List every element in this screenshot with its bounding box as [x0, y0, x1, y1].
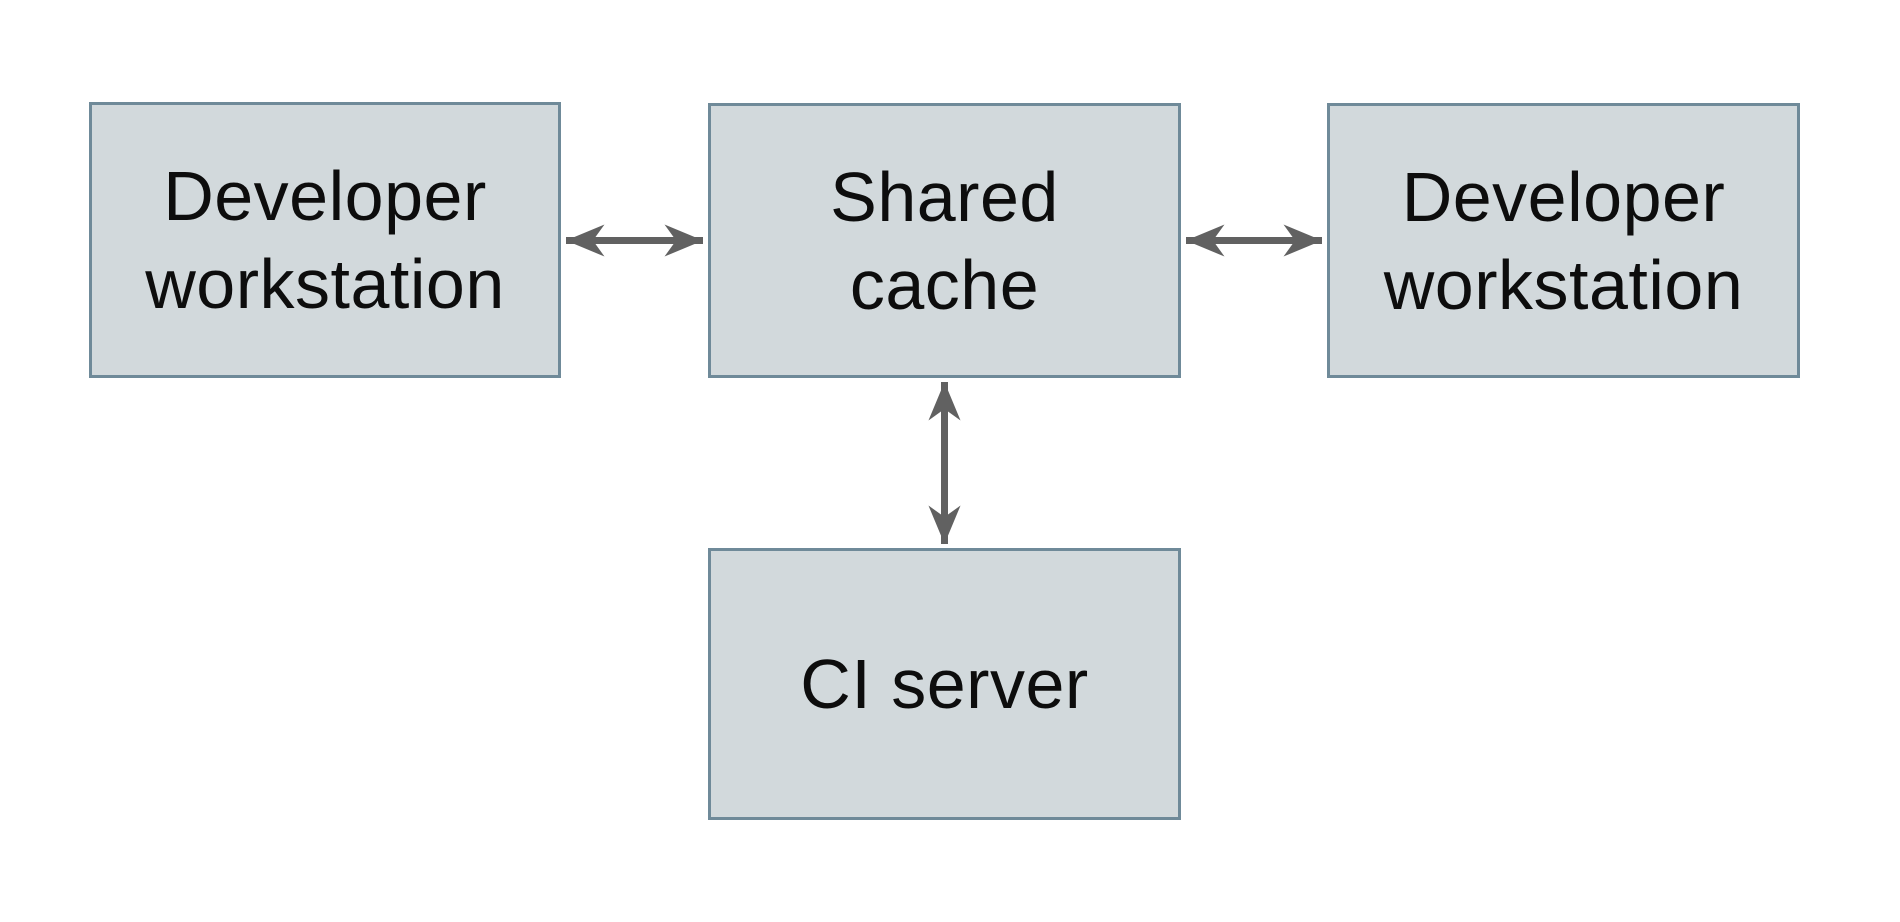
node-label-line: workstation [145, 245, 505, 323]
node-label-line: workstation [1383, 245, 1744, 324]
node-label-line: CI server [800, 645, 1089, 723]
node-label-line: Developer [1401, 157, 1726, 236]
node-label-line: Shared [830, 157, 1059, 236]
node-shared-cache: Shared cache [708, 103, 1181, 378]
node-label-line: cache [849, 245, 1040, 324]
node-developer-workstation-right: Developer workstation [1327, 103, 1800, 378]
node-ci-server: CI server [708, 548, 1181, 820]
node-developer-workstation-left: Developer workstation [89, 102, 561, 378]
node-label-line: Developer [163, 157, 487, 235]
